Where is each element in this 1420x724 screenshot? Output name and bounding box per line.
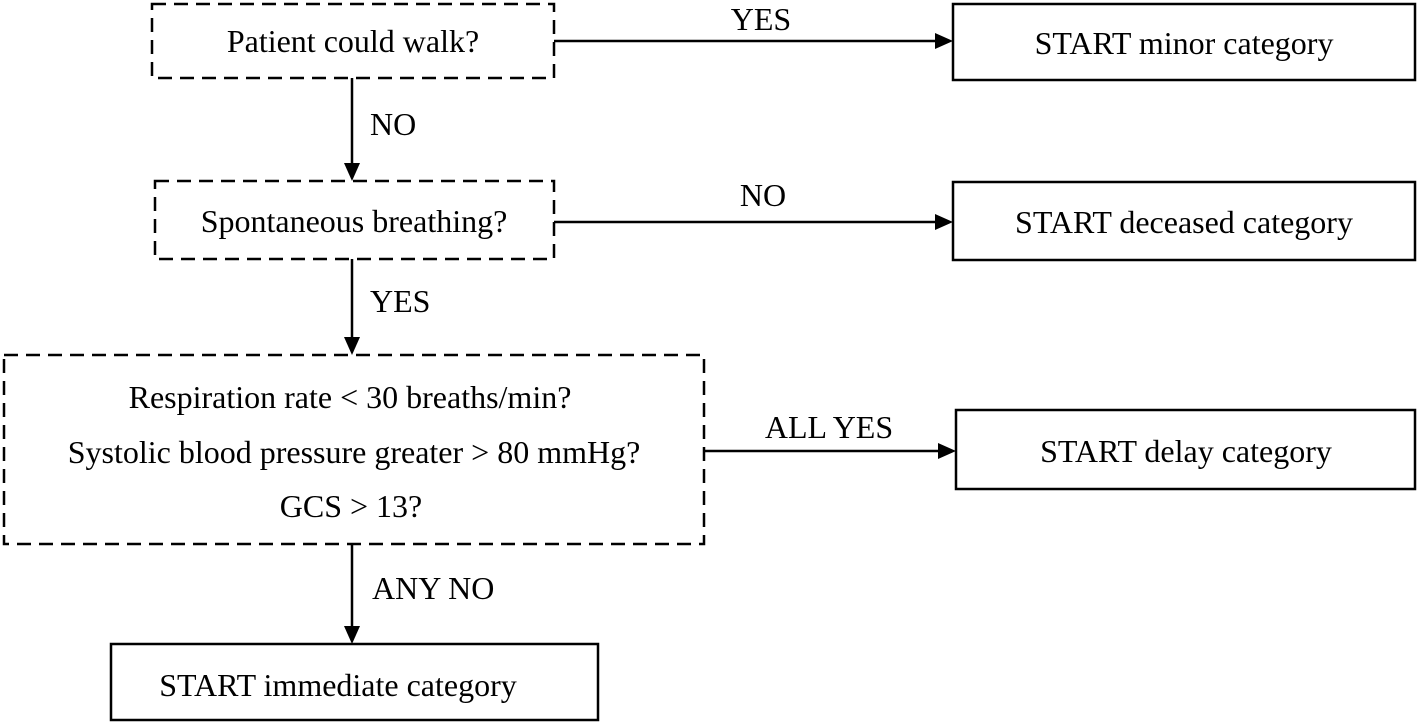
decision-breathing-text: Spontaneous breathing? xyxy=(201,203,508,239)
edge-breathing-to-vitals: YES xyxy=(344,259,430,355)
outcome-immediate-text: START immediate category xyxy=(159,667,517,703)
outcome-delay: START delay category xyxy=(954,408,1417,491)
edge-walk-to-breathing: NO xyxy=(344,78,416,181)
decision-vitals-line-3: GCS > 13? xyxy=(280,488,423,524)
decision-vitals-line-2: Systolic blood pressure greater > 80 mmH… xyxy=(68,434,641,470)
decision-vitals: Respiration rate < 30 breaths/min? Systo… xyxy=(2,353,706,546)
decision-vitals-line-1: Respiration rate < 30 breaths/min? xyxy=(129,379,572,415)
edge-breathing-to-vitals-label: YES xyxy=(370,283,430,319)
outcome-immediate: START immediate category xyxy=(109,642,600,722)
arrowhead-icon xyxy=(344,626,360,644)
arrowhead-icon xyxy=(938,443,956,459)
outcome-delay-text: START delay category xyxy=(1040,433,1332,469)
edge-walk-to-minor-label: YES xyxy=(731,1,791,37)
arrowhead-icon xyxy=(935,214,953,230)
edge-vitals-to-delay: ALL YES xyxy=(704,409,956,459)
arrowhead-icon xyxy=(935,33,953,49)
edge-walk-to-minor: YES xyxy=(554,1,953,49)
decision-walk: Patient could walk? xyxy=(150,2,556,80)
outcome-minor: START minor category xyxy=(951,2,1417,82)
outcome-minor-text: START minor category xyxy=(1035,25,1334,61)
decision-breathing: Spontaneous breathing? xyxy=(153,179,556,261)
edge-vitals-to-immediate-label: ANY NO xyxy=(372,570,494,606)
arrowhead-icon xyxy=(344,337,360,355)
outcome-deceased-text: START deceased category xyxy=(1015,204,1353,240)
arrowhead-icon xyxy=(344,163,360,181)
edge-vitals-to-delay-label: ALL YES xyxy=(765,409,893,445)
decision-walk-text: Patient could walk? xyxy=(227,23,479,59)
outcome-deceased: START deceased category xyxy=(951,180,1417,262)
edge-walk-to-breathing-label: NO xyxy=(370,106,416,142)
edge-breathing-to-deceased: NO xyxy=(554,177,953,230)
edge-vitals-to-immediate: ANY NO xyxy=(344,544,494,644)
edge-breathing-to-deceased-label: NO xyxy=(740,177,786,213)
